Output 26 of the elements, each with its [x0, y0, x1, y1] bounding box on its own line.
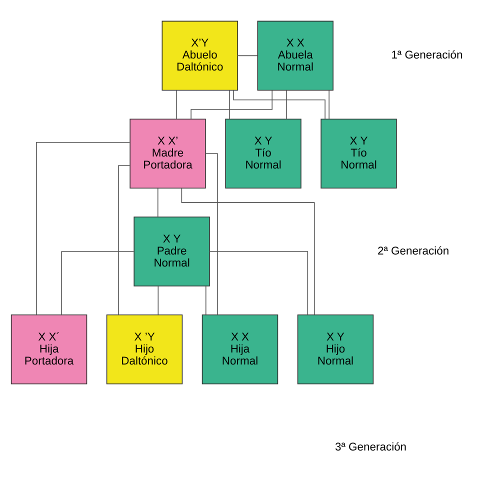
connector — [61, 250, 134, 315]
node-box: X’Y Abuelo Daltónico — [162, 20, 238, 90]
connector — [190, 89, 272, 119]
node-box: X Y Padre Normal — [134, 216, 210, 286]
connector — [229, 89, 230, 119]
label: 2ª Generación — [378, 244, 450, 257]
connector — [328, 89, 330, 119]
label: 3ª Generación — [335, 440, 407, 453]
connector — [157, 187, 158, 217]
node-box: X X’ Madre Portadora — [130, 118, 206, 188]
label: 1ª Generación — [391, 49, 463, 62]
connector — [209, 250, 308, 315]
node-box: X Y Tío Normal — [225, 118, 302, 188]
node-box: X X´ Hija Portadora — [10, 314, 88, 384]
connector — [233, 89, 326, 119]
node-box: X X Hija Normal — [202, 314, 278, 384]
connector — [181, 187, 315, 314]
node-box: X X Abuela Normal — [257, 20, 334, 90]
connector — [176, 89, 178, 119]
node-box: X Y Tío Normal — [320, 118, 397, 188]
node-box: X ’Y Hijo Daltónico — [106, 314, 183, 384]
connector — [158, 285, 159, 315]
node-box: X Y Hijo Normal — [297, 314, 374, 384]
connector — [286, 89, 287, 119]
connector — [237, 54, 258, 56]
connector — [36, 141, 130, 315]
